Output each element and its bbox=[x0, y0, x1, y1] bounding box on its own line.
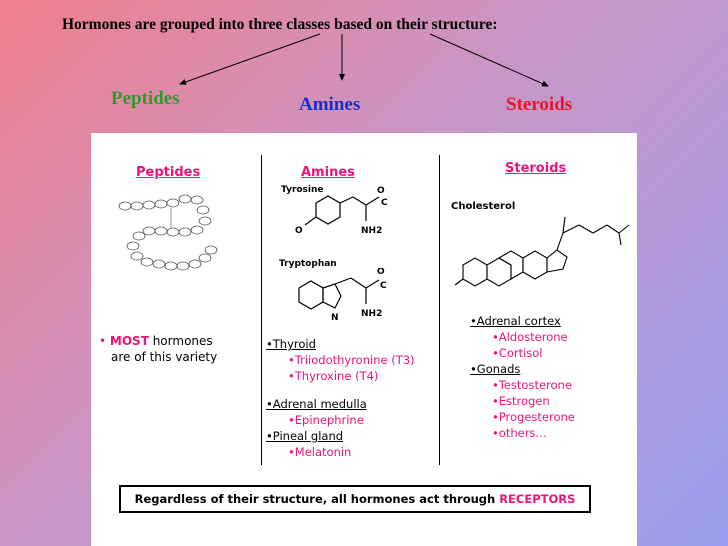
melatonin-item: •Melatonin bbox=[288, 445, 352, 459]
steroids-heading: Steroids bbox=[505, 161, 567, 176]
column-divider bbox=[439, 155, 440, 465]
peptides-heading: Peptides bbox=[136, 165, 201, 180]
steroids-glands-list: •Adrenal cortex •Aldosterone •Cortisol •… bbox=[470, 313, 575, 441]
class-label-amines: Amines bbox=[299, 94, 361, 115]
epinephrine-item: •Epinephrine bbox=[288, 413, 364, 427]
t3-item: •Triiodothyronine (T3) bbox=[288, 353, 415, 367]
svg-text:C: C bbox=[381, 198, 388, 208]
cholesterol-structure bbox=[454, 216, 630, 287]
svg-text:O: O bbox=[295, 226, 303, 236]
tryptophan-label: Tryptophan bbox=[279, 259, 337, 269]
class-label-steroids: Steroids bbox=[506, 94, 573, 115]
svg-text:O: O bbox=[377, 268, 385, 277]
others-item: •others… bbox=[492, 426, 547, 440]
receptors-emphasis: RECEPTORS bbox=[499, 492, 576, 506]
thyroid-item: •Thyroid bbox=[266, 337, 316, 351]
arrow-to-steroids bbox=[429, 33, 549, 87]
peptide-chain-illustration bbox=[118, 194, 218, 271]
arrow-to-peptides bbox=[179, 33, 321, 85]
svg-text:NH2: NH2 bbox=[361, 226, 382, 236]
amines-heading: Amines bbox=[301, 165, 355, 180]
pineal-gland-item: •Pineal gland bbox=[266, 429, 344, 443]
progesterone-item: •Progesterone bbox=[492, 410, 575, 424]
adrenal-medulla-item: •Adrenal medulla bbox=[266, 397, 367, 411]
slide-title: Hormones are grouped into three classes … bbox=[62, 16, 498, 33]
column-divider bbox=[261, 155, 262, 465]
svg-text:N: N bbox=[331, 313, 339, 323]
amines-glands-list: •Thyroid •Triiodothyronine (T3) •Thyroxi… bbox=[266, 336, 415, 460]
tyrosine-structure: O C O NH2 bbox=[295, 186, 388, 236]
svg-text:C: C bbox=[380, 281, 387, 291]
estrogen-item: •Estrogen bbox=[492, 394, 550, 408]
t4-item: •Thyroxine (T4) bbox=[288, 369, 379, 383]
gonads-item: •Gonads bbox=[470, 362, 521, 376]
cortisol-item: •Cortisol bbox=[492, 346, 543, 360]
receptors-summary-box: Regardless of their structure, all hormo… bbox=[119, 485, 591, 513]
peptides-note: • MOST hormones are of this variety bbox=[99, 334, 218, 364]
receptors-summary-text: Regardless of their structure, all hormo… bbox=[134, 492, 500, 506]
cholesterol-label: Cholesterol bbox=[451, 201, 516, 212]
testosterone-item: •Testosterone bbox=[492, 378, 572, 392]
svg-text:O: O bbox=[377, 186, 385, 196]
tyrosine-label: Tyrosine bbox=[281, 185, 324, 195]
adrenal-cortex-item: •Adrenal cortex bbox=[470, 314, 561, 328]
svg-text:NH2: NH2 bbox=[361, 309, 382, 319]
most-emphasis: MOST bbox=[109, 334, 149, 348]
hormone-classes-figure: Peptides • MOST hormones are of this var… bbox=[91, 133, 637, 546]
tryptophan-structure: O C N NH2 bbox=[298, 268, 387, 323]
class-label-peptides: Peptides bbox=[111, 88, 180, 109]
aldosterone-item: •Aldosterone bbox=[492, 330, 568, 344]
